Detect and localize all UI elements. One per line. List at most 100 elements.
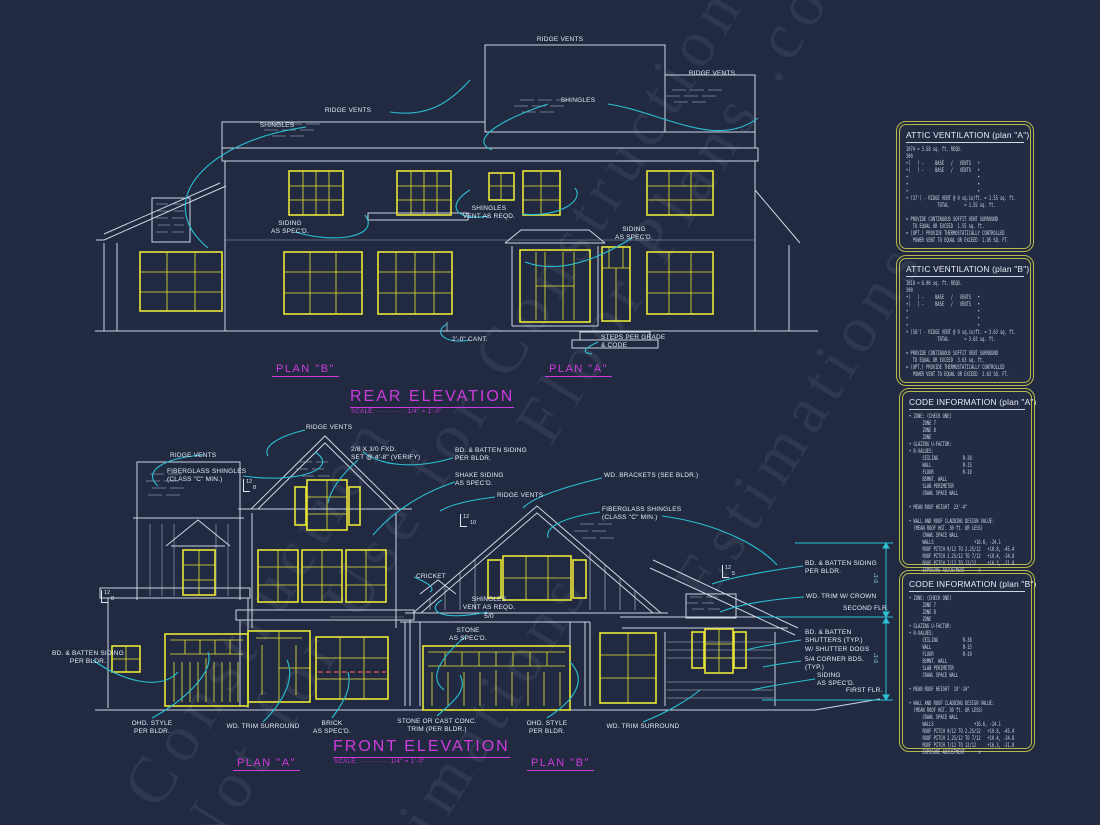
panel-text-line: WALL R-15 <box>909 644 972 652</box>
annotation-wood-trim-crown: WD. TRIM W/ CROWN <box>806 593 877 600</box>
annotation-wood-brackets: WD. BRACKETS (SEE BLDR.) <box>604 472 699 479</box>
panel-text-line: •( ) - BASE / VENTS • <box>906 294 980 302</box>
panel-text-line: EXPOSURE ADJUSTMENT x <box>909 567 981 575</box>
panel-text-line: • GLAZING U-FACTOR: <box>909 441 952 449</box>
panel-text-line: • • <box>906 315 980 323</box>
panel-text-line: = PROVIDE CONTINUOUS SOFFIT VENT SURROUN… <box>906 350 998 358</box>
annotation-siding: SIDING AS SPEC'D. <box>271 220 309 236</box>
panel-text-line: TOTAL = 1.55 sq. ft. <box>906 202 996 210</box>
annotation-overhead-door: OHD. STYLE PER BLDR. <box>526 720 568 736</box>
panel-text-line: CRAWL SPACE WALL <box>909 490 959 498</box>
panel-text-line: = PROVIDE CONTINUOUS SOFFIT VENT SURROUN… <box>906 216 998 224</box>
annotation-fiberglass-shingles: FIBERGLASS SHINGLES (CLASS "C" MIN.) <box>167 468 247 484</box>
pitch-marker: 12 8 <box>100 590 114 603</box>
dimension-lines <box>757 542 893 701</box>
panel-text-line: = (OPT.) PROVIDE THERMOSTATICALLY CONTRO… <box>906 230 1005 238</box>
annotation-wood-trim-surround: WD. TRIM SURROUND <box>606 723 680 730</box>
panel-title: CODE INFORMATION (plan "B") <box>909 579 1036 592</box>
panel-text-line: 1074 = 3.58 sq. ft. REQD. <box>906 146 962 153</box>
panel-title: CODE INFORMATION (plan "A") <box>909 397 1036 410</box>
panel-text-line: • ZONE: (CHECK ONE) <box>909 413 952 420</box>
panel-text-line: ROOF PITCH 0/12 TO 2.25/12 +10.8, -45.4 <box>909 546 1015 554</box>
panel-text-line: ZONE <box>909 434 932 442</box>
panel-text-line: •( ) - BASE / VENTS • <box>906 301 980 309</box>
panel-text-line: • (37') - RIDGE VENT @ 9 sq.in/ft. = 1.5… <box>906 195 1016 203</box>
panel-text-line: • WALL AND ROOF CLADDING DESIGN VALUE: <box>909 518 995 526</box>
annotation-stone: STONE AS SPEC'D. <box>449 627 487 643</box>
annotation-shake-siding: SHAKE SIDING AS SPEC'D. <box>455 472 504 488</box>
panel-text-line: WALL R-15 <box>909 462 972 470</box>
panel-text-line: BSMNT. WALL <box>909 476 948 484</box>
panel-body: • ZONE: (CHECK ONE) ZONE 7 ZONE 8 ZONE• … <box>909 413 1025 574</box>
panel-text-line: CEILING R-38 <box>909 455 972 463</box>
panel-text-line: TOTAL = 3.63 sq. ft. <box>906 336 996 344</box>
panel-text-line: • R-VALUES: <box>909 448 934 456</box>
annotation-siding: SIDING AS SPEC'D. <box>615 226 653 242</box>
panel-text-line: ZONE 8 <box>909 427 936 435</box>
panel-text-line: (MEAN ROOF HGT. 30 ft. OR LESS) <box>909 707 983 715</box>
annotation-first-floor: FIRST FLR. <box>846 687 883 694</box>
annotation-ridge-vents: RIDGE VENTS <box>536 36 584 43</box>
rear-window-muntins <box>140 171 713 321</box>
attic-ventilation-panel-b: ATTIC VENTILATION (plan "B") 1818 = 6.06… <box>895 254 1035 387</box>
panel-text-line: •( ) - BASE / VENTS • <box>906 167 980 175</box>
panel-text-line: SLAB PERIMETER <box>909 665 954 673</box>
pitch-marker: 12 5 <box>721 565 736 578</box>
panel-title: ATTIC VENTILATION (plan "A") <box>906 130 1029 143</box>
annotation-board-batten-siding: BD. & BATTEN SIDING PER BLDR. <box>805 560 877 576</box>
annotation-ridge-vents: RIDGE VENTS <box>170 452 217 459</box>
annotation-shingles: SHINGLES <box>560 97 596 104</box>
panel-text-line: • WALL AND ROOF CLADDING DESIGN VALUE: <box>909 700 995 708</box>
panel-text-line: • • <box>906 322 980 330</box>
annotation-ridge-vents: RIDGE VENTS <box>306 424 353 431</box>
annotation-board-batten-siding: BD. & BATTEN SIDING PER BLDR. <box>455 447 527 463</box>
panel-text-line: ROOF PITCH 2.25/12 TO 7/12 +10.4, -34.8 <box>909 553 1015 561</box>
annotation-shingles-vent: SHINGLES VENT AS REQD. <box>462 205 516 221</box>
panel-text-line <box>906 343 979 350</box>
panel-text-line: SLAB PERIMETER <box>909 483 954 491</box>
panel-text-line: • R-VALUES: <box>909 630 934 638</box>
panel-text-line: • • <box>906 308 980 316</box>
panel-body: 1818 = 6.06 sq. ft. REQD.300•( ) - BASE … <box>906 280 1024 378</box>
annotation-overhead-door: OHD. STYLE PER BLDR. <box>131 720 173 736</box>
panel-text-line: CRAWL SPACE WALL <box>909 672 959 680</box>
pitch-run: 5 <box>732 570 736 577</box>
annotation-shingles-vent: SHINGLES VENT AS REQD. 5/0 <box>462 596 516 620</box>
panel-title: ATTIC VENTILATION (plan "B") <box>906 264 1029 277</box>
panel-text-line: FLOOR R-19 <box>909 469 972 477</box>
dimension-text: 9'-1" <box>873 653 880 663</box>
panel-text-line: POWER VENT TO EQUAL OR EXCEED 1.95 SQ. F… <box>906 237 1010 245</box>
panel-text-line: •( ) - BASE / VENTS • <box>906 160 980 168</box>
panel-text-line: • ZONE: (CHECK ONE) <box>909 595 952 602</box>
plan-b-label: PLAN "B" <box>527 757 594 771</box>
panel-text-line: BSMNT. WALL <box>909 658 948 666</box>
panel-text-line: ZONE <box>909 616 932 624</box>
rear-elevation-scale: SCALE: ············ 1/4" = 1'-0" <box>351 409 442 415</box>
panel-text-line <box>909 693 981 700</box>
rear-elevation-title: REAR ELEVATION <box>350 388 515 408</box>
dimension-text: 9'-1" <box>873 573 880 583</box>
panel-text-line: CRAWL SPACE WALL <box>909 714 959 722</box>
panel-text-line: 1818 = 6.06 sq. ft. REQD. <box>906 280 962 287</box>
code-information-panel-a: CODE INFORMATION (plan "A") • ZONE: (CHE… <box>898 387 1036 574</box>
panel-text-line: ROOF PITCH 0/12 TO 2.25/12 +10.8, -45.4 <box>909 728 1015 736</box>
panel-text-line: ROOF PITCH 7/12 TO 12/12 +16.3, -21.8 <box>909 560 1015 568</box>
annotation-fiberglass-shingles: FIBERGLASS SHINGLES (CLASS "C" MIN.) <box>602 506 682 522</box>
plan-b-label: PLAN "B" <box>272 363 339 377</box>
panel-text-line <box>909 679 981 686</box>
annotation-fixed-window: 2/8 x 3/0 FXD. SET @ 4'-8" (VERIFY) <box>351 446 421 462</box>
panel-text-line: ZONE 8 <box>909 609 936 617</box>
annotation-ridge-vents: RIDGE VENTS <box>688 70 736 77</box>
panel-body: • ZONE: (CHECK ONE) ZONE 7 ZONE 8 ZONE • … <box>909 595 1025 756</box>
brick-hatch <box>146 89 722 610</box>
panel-text-line: ZONE 7 <box>909 602 936 610</box>
annotation-steps: STEPS PER GRADE & CODE <box>601 334 666 350</box>
pitch-marker: 12 8 <box>242 479 256 492</box>
panel-text-line: • • <box>906 188 980 196</box>
front-elevation-title: FRONT ELEVATION <box>333 738 510 758</box>
panel-text-line: CEILING R-38 <box>909 637 972 645</box>
rear-elevation-windows <box>139 170 714 323</box>
attic-ventilation-panel-a: ATTIC VENTILATION (plan "A") 1074 = 3.58… <box>895 120 1035 253</box>
panel-text-line: TO EQUAL OR EXCEED 1.55 sq. ft. <box>906 223 985 231</box>
